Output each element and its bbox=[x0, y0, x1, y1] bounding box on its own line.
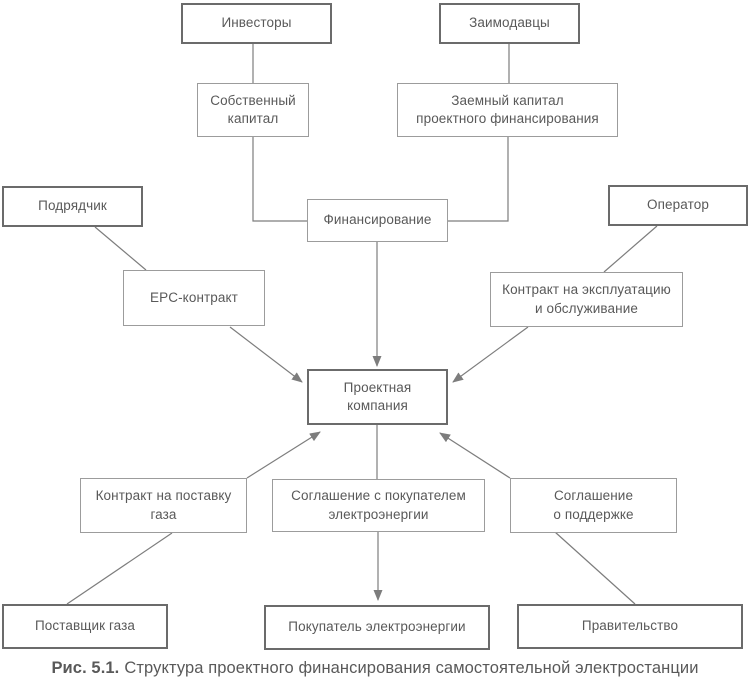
node-operator: Оператор bbox=[608, 185, 748, 226]
node-contractor: Подрядчик bbox=[2, 186, 143, 227]
node-own-capital: Собственный капитал bbox=[197, 83, 309, 137]
node-project-company: Проектная компания bbox=[307, 369, 448, 425]
figure-caption-number: Рис. 5.1. bbox=[51, 659, 120, 677]
figure-caption: Рис. 5.1.Структура проектного финансиров… bbox=[0, 659, 750, 678]
edge-contractor-epc bbox=[94, 226, 147, 271]
figure-caption-text: Структура проектного финансирования само… bbox=[124, 659, 699, 677]
node-electricity-buyer: Покупатель электроэнергии bbox=[264, 605, 490, 650]
edge-support-government bbox=[554, 531, 636, 605]
node-financing: Финансирование bbox=[307, 199, 448, 242]
edge-epc-project-company-arrow bbox=[229, 326, 303, 383]
edge-own-capital-financing bbox=[252, 137, 307, 222]
node-om-contract: Контракт на эксплуатацию и обслуживание bbox=[490, 272, 683, 327]
node-gas-supplier: Поставщик газа bbox=[2, 604, 168, 649]
edge-operator-om-contract bbox=[603, 225, 658, 273]
node-ppa-agreement: Соглашение с покупателем электроэнергии bbox=[272, 479, 485, 532]
edge-om-contract-project-company-arrow bbox=[452, 326, 529, 383]
node-epc-contract: EPC-контракт bbox=[123, 270, 265, 326]
node-government: Правительство bbox=[517, 604, 743, 649]
edge-gas-contract-gas-supplier bbox=[66, 532, 173, 605]
edge-gas-contract-project-company-arrow bbox=[246, 431, 321, 479]
node-lenders: Заимодавцы bbox=[439, 3, 580, 44]
node-gas-contract: Контракт на поставку газа bbox=[80, 478, 247, 533]
edge-debt-capital-financing bbox=[448, 137, 509, 222]
node-investors: Инвесторы bbox=[181, 3, 332, 44]
node-debt-capital: Заемный капитал проектного финансировани… bbox=[397, 83, 618, 137]
node-support-agreement: Соглашение о поддержке bbox=[510, 478, 677, 533]
edge-support-project-company-arrow bbox=[439, 432, 511, 479]
